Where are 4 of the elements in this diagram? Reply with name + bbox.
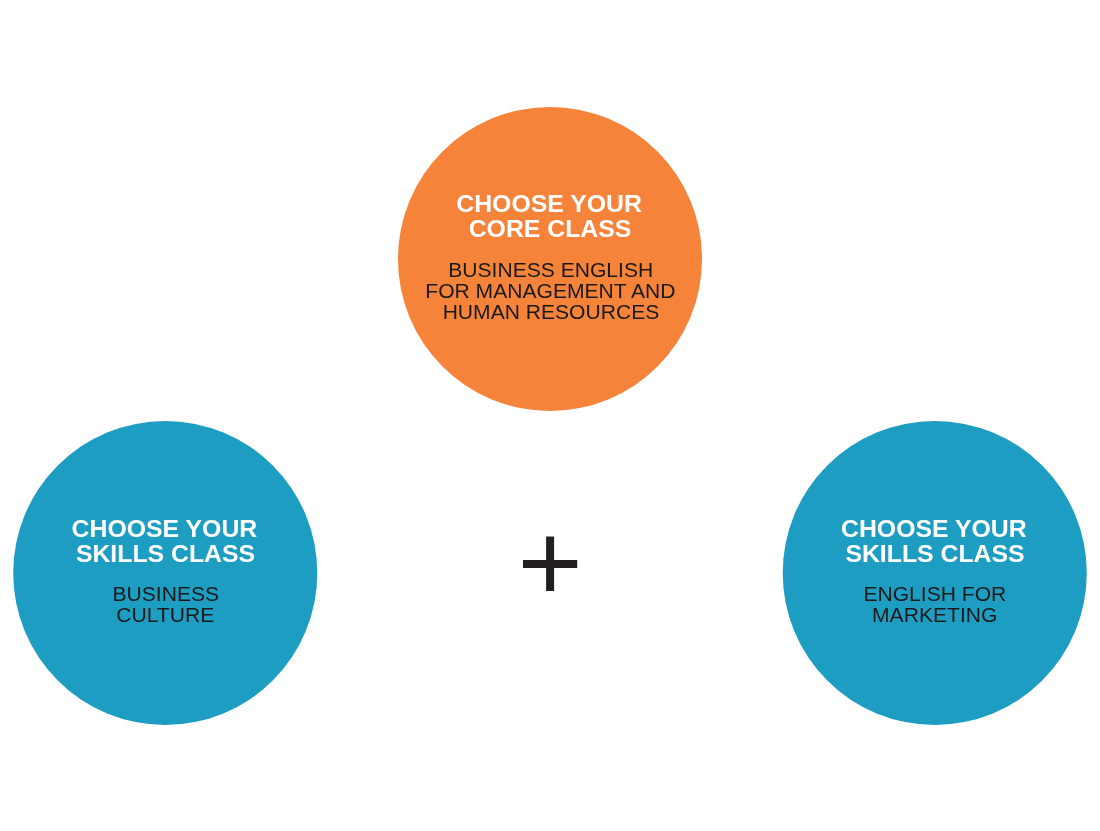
label: +	[517, 499, 583, 625]
node-circle: CHOOSE YOUR CORE CLASS BUSINESS ENGLISH FOR MANAGEMENT AND HUMAN RESOURCES	[397, 106, 703, 411]
node-circle: CHOOSE YOUR SKILLS CLASS ENGLISH FOR MARKETING	[782, 420, 1087, 725]
node-circle: CHOOSE YOUR SKILLS CLASS BUSINESS CULTURE	[13, 420, 318, 725]
